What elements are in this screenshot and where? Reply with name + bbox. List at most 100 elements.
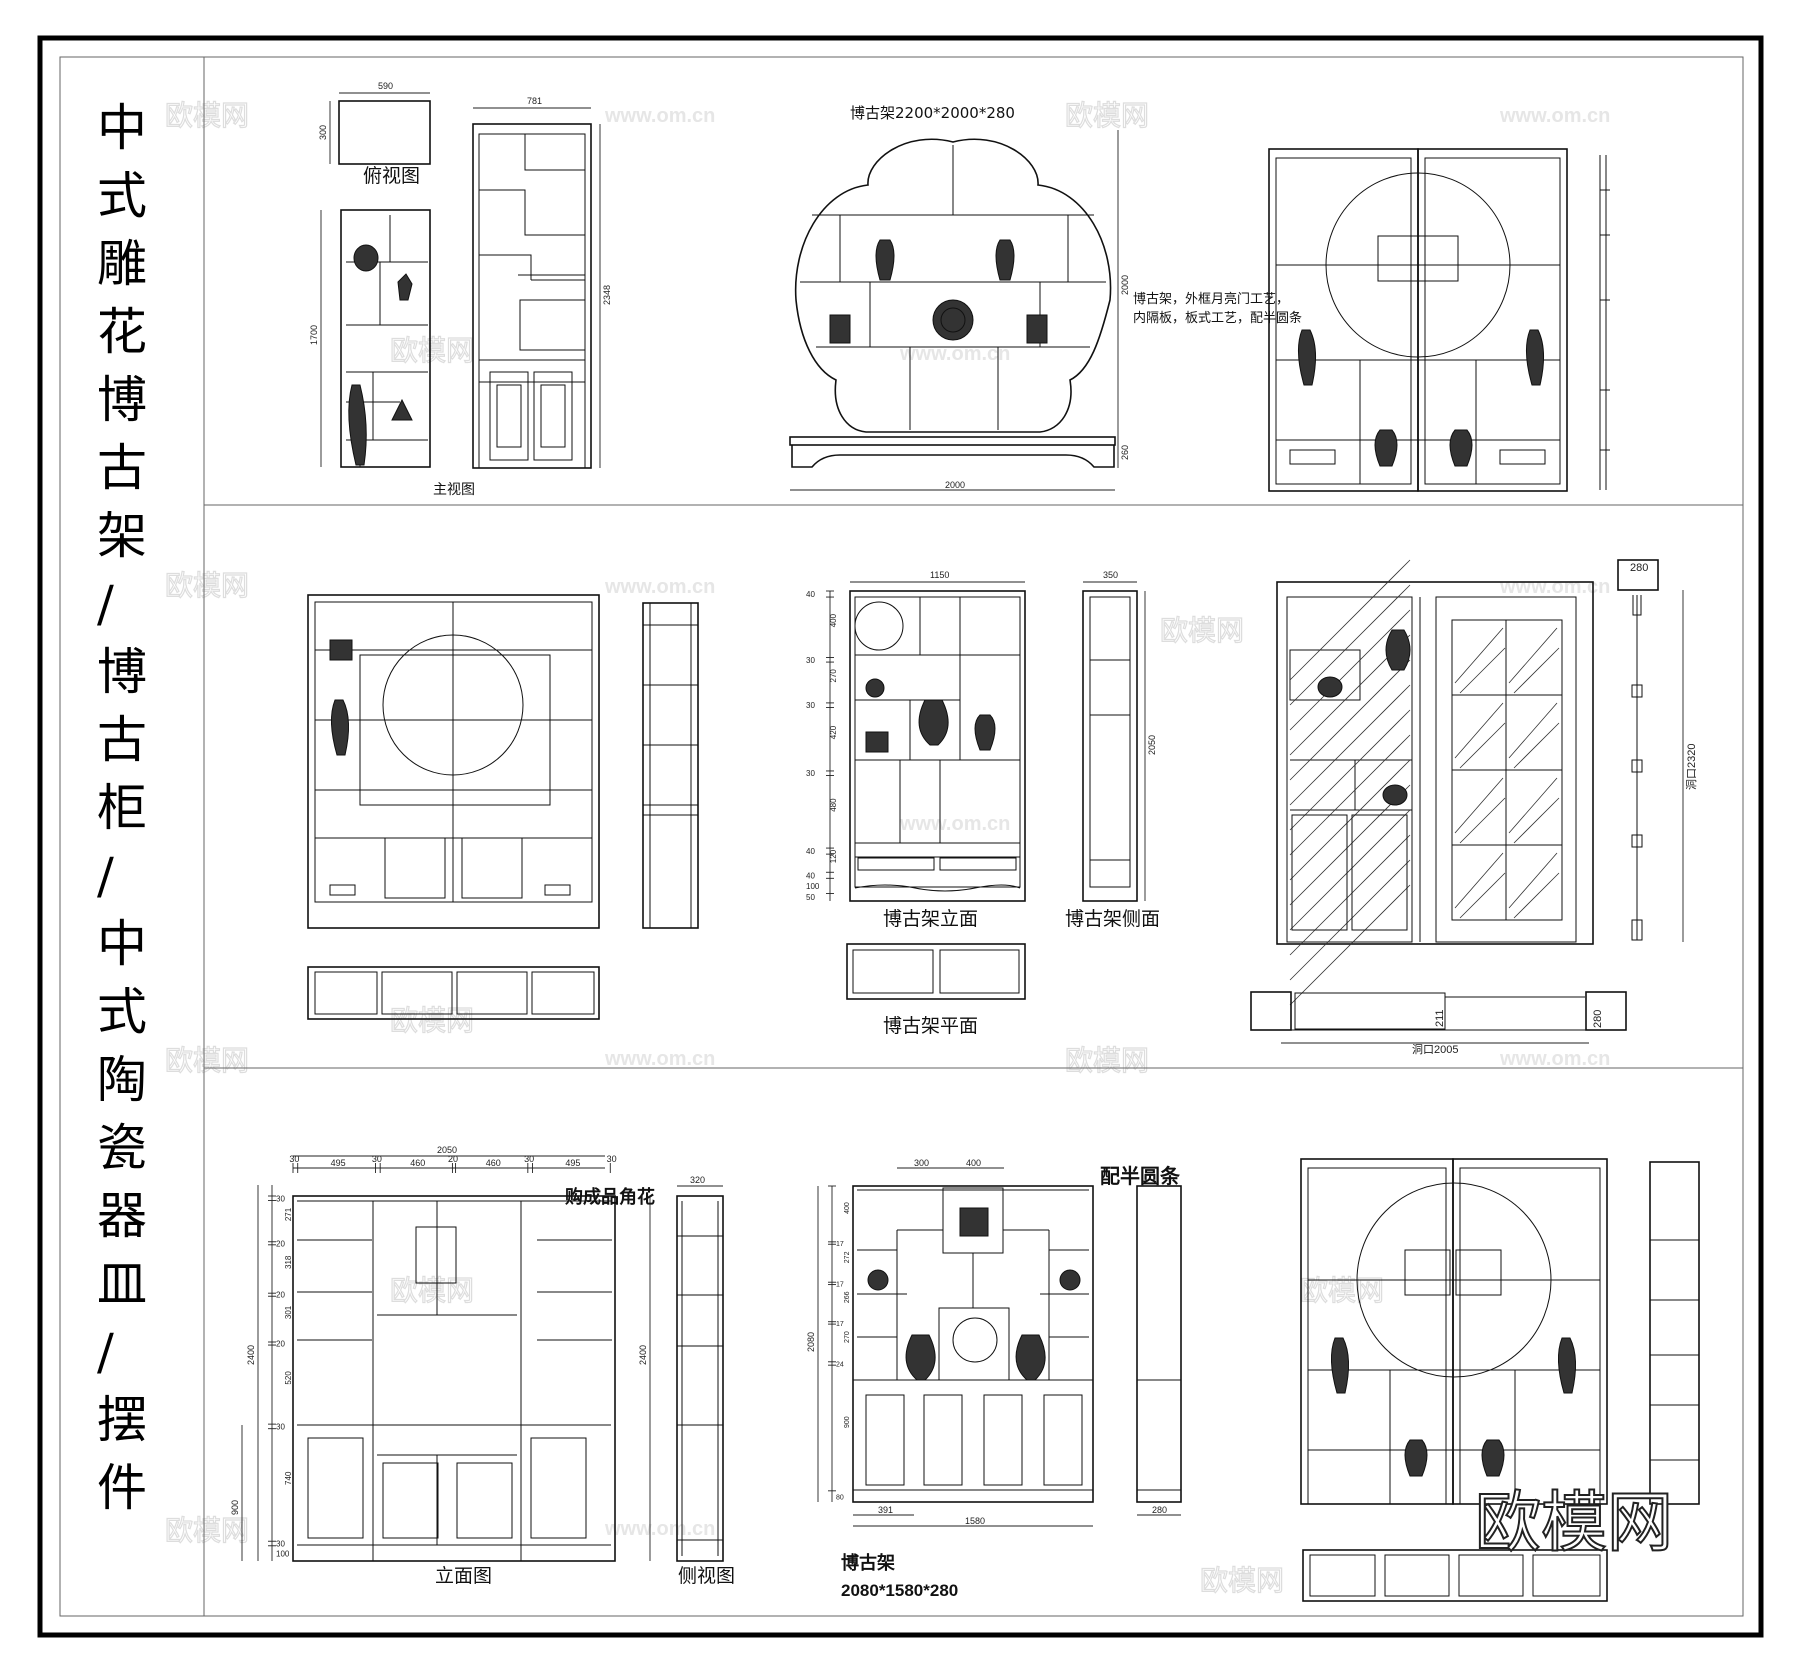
title-char: 花 (97, 303, 147, 361)
dim-label: 30 (806, 701, 815, 710)
width-dim: 1150 (930, 570, 949, 580)
section-top (1617, 559, 1659, 591)
vase-ornament (1331, 1337, 1349, 1394)
total-height-dim: 2080 (806, 1332, 816, 1352)
title-char: 陶 (97, 1051, 147, 1109)
dim-label: 1700 (309, 325, 319, 345)
opening-width: 洞口2005 (1412, 1043, 1458, 1056)
side-view-outline (676, 1195, 724, 1562)
side-depth-dim: 320 (690, 1175, 705, 1185)
side-label: 博古架侧面 (1065, 908, 1160, 930)
title-char: / (97, 1323, 114, 1381)
dim-label: 460 (410, 1158, 425, 1168)
dim-label: 520 (284, 1371, 293, 1385)
title-char: 中 (97, 99, 147, 157)
plan-outline (846, 943, 1026, 1000)
dim-label: 781 (527, 96, 542, 106)
round-window (854, 601, 904, 651)
inner-border (59, 56, 1744, 1617)
top-view-outline (338, 100, 431, 165)
cabinet-door (533, 371, 573, 461)
urn-ornament (974, 714, 996, 751)
teapot-ornament (865, 678, 885, 698)
title-char: / (97, 575, 114, 633)
title-char: 雕 (97, 235, 147, 293)
dim-label: 20 (448, 1154, 458, 1164)
dim-label: 100 (276, 1549, 290, 1558)
cabinet-door (456, 1462, 513, 1539)
dim-label: 20 (276, 1340, 285, 1349)
vase-ornament (348, 384, 367, 466)
flower-frame (794, 138, 1112, 433)
watermark-logo: 欧模网 (1200, 1564, 1284, 1597)
shelf-title: 博古架2200*2000*280 (850, 104, 1015, 122)
dim-label: 30 (607, 1154, 617, 1164)
sliding-door-frame (1276, 581, 1594, 945)
title-char: 器 (97, 1187, 147, 1245)
title-char: 件 (97, 1459, 147, 1517)
side-height-dim: 2400 (638, 1345, 648, 1365)
elevation-outline (292, 1195, 616, 1562)
teapot-ornament (867, 1269, 889, 1291)
side-outline (1649, 1161, 1700, 1505)
center-panel (415, 1226, 457, 1284)
side-label: 侧视图 (678, 1565, 735, 1587)
censer-ornament (865, 731, 889, 753)
plate-ornament (353, 244, 379, 272)
top-dim: 300 (914, 1158, 929, 1168)
watermark-url: www.om.cn (1499, 105, 1610, 127)
dim-label: 272 (844, 1251, 851, 1263)
plan-view (1302, 1549, 1608, 1602)
title-char: 式 (97, 167, 147, 225)
half-round-callout: 配半圆条 (1100, 1164, 1181, 1188)
watermark-url: www.om.cn (604, 105, 715, 127)
dim-label: 2348 (602, 285, 612, 305)
watermark-logo: 欧模网 (1160, 614, 1244, 647)
dim-label: 20 (276, 1291, 285, 1300)
watermark-logo: 欧模网 (165, 1514, 249, 1547)
panel-bottom-right (1300, 1158, 1700, 1602)
dim-label: 270 (829, 669, 838, 683)
vase-ornament (1385, 629, 1411, 671)
elevation-label: 博古架立面 (883, 908, 978, 930)
glass-hatching (1289, 559, 1560, 1006)
dim-label: 17 (836, 1321, 844, 1328)
censer-ornament (959, 1207, 989, 1237)
moon-cabinet-outline (307, 594, 600, 929)
urn-ornament (1481, 1439, 1505, 1477)
title-char: 式 (97, 983, 147, 1041)
title-char: 摆 (97, 1391, 147, 1449)
watermark-url: www.om.cn (604, 1518, 715, 1540)
note-line-1: 博古架，外框月亮门工艺， (1133, 291, 1289, 307)
dim-label: 318 (284, 1255, 293, 1269)
top-view-label: 俯视图 (363, 165, 420, 187)
horse-ornament (329, 639, 353, 661)
top-dim: 400 (966, 1158, 981, 1168)
panel-top-left: 590 300 俯视图 1700 781 2348 主视图 (309, 81, 612, 498)
dim-label: 495 (565, 1158, 580, 1168)
dim-label: 260 (1120, 445, 1130, 460)
width-dim: 1580 (965, 1516, 985, 1526)
dim-label: 590 (378, 81, 393, 91)
dim-label: 30 (289, 1154, 299, 1164)
moon-gate-right (1452, 1158, 1608, 1505)
title-char: 古 (97, 439, 147, 497)
total-height-dim: 2400 (246, 1345, 256, 1365)
shelf-size: 2080*1580*280 (841, 1581, 958, 1600)
dim-label: 40 (806, 590, 815, 599)
dim-label: 40 (806, 847, 815, 856)
vase-ornament (331, 699, 349, 756)
dim-label: 24 (836, 1361, 844, 1368)
dim-label: 30 (806, 769, 815, 778)
dim-label: 495 (331, 1158, 346, 1168)
moon-gate-circle (382, 634, 524, 776)
censer-ornament (829, 314, 851, 344)
teapot-ornament (1059, 1269, 1081, 1291)
title-char: / (97, 847, 114, 905)
panel-top-center: 博古架2200*2000*280 2000 2000 260 (789, 104, 1130, 491)
watermark-logo: 欧模网 (1300, 1274, 1384, 1307)
cabinet-door (489, 371, 529, 461)
title-char: 博 (97, 643, 147, 701)
